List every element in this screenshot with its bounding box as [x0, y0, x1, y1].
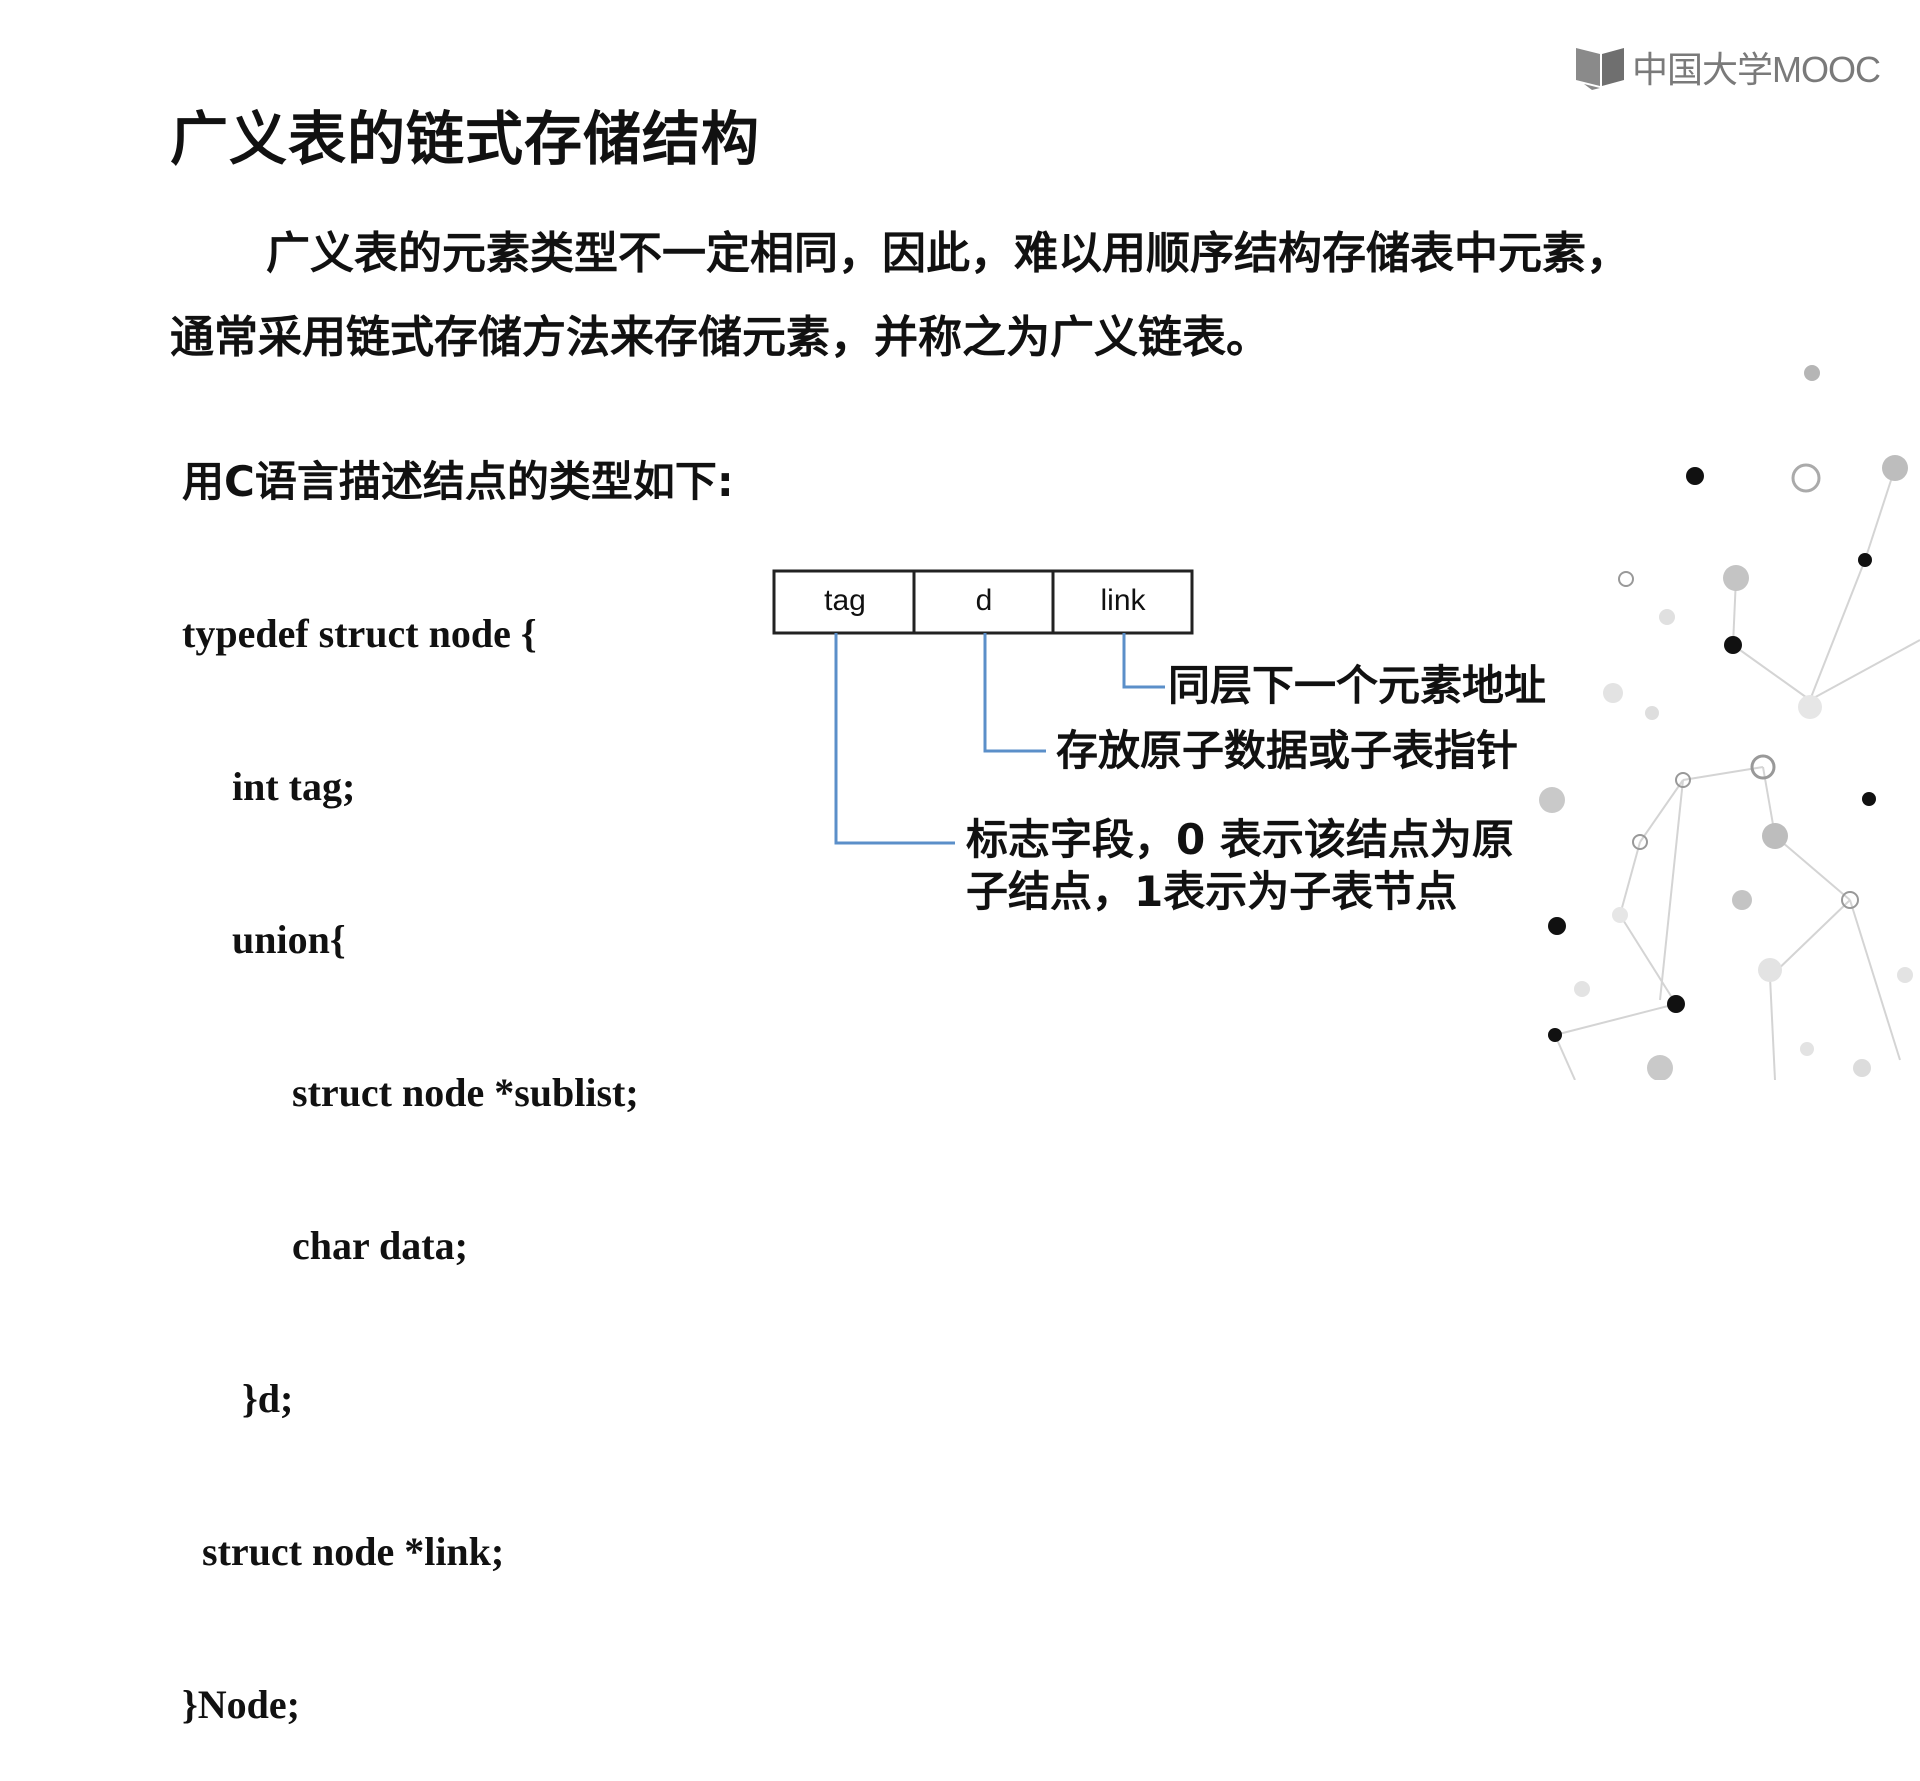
cell-tag-label: tag [824, 584, 866, 617]
code-line: union{ [182, 917, 346, 962]
logo-text: 中国大学MOOC [1632, 49, 1881, 90]
paragraph-line-1: 广义表的元素类型不一定相同，因此，难以用顺序结构存储表中元素， [170, 212, 1750, 296]
code-line: }d; [182, 1376, 294, 1421]
network-nodes [1539, 365, 1913, 1080]
cell-link-label: link [1100, 584, 1146, 617]
network-links [1554, 467, 1920, 1080]
d-note: 存放原子数据或子表指针 [1056, 726, 1519, 775]
mooc-book-icon [1576, 48, 1624, 90]
code-line: int tag; [182, 764, 356, 809]
paragraph-line-2: 通常采用链式存储方法来存储元素，并称之为广义链表。 [170, 312, 1270, 363]
tag-note-line-1: 标志字段，0 表示该结点为原 [966, 815, 1514, 864]
cell-d-label: d [975, 584, 993, 617]
link-note: 同层下一个元素地址 [1168, 661, 1547, 710]
code-line: typedef struct node { [182, 611, 537, 656]
code-line: struct node *link; [182, 1529, 505, 1574]
tag-note: 标志字段，0 表示该结点为原 子结点，1表示为子表节点 [966, 814, 1514, 918]
slide-title: 广义表的链式存储结构 [170, 105, 761, 173]
tag-note-line-2: 子结点，1表示为子表节点 [966, 867, 1458, 916]
mooc-logo: 中国大学MOOC [1574, 44, 1881, 90]
node-box [772, 569, 1194, 635]
d-connector [983, 633, 1046, 753]
tag-connector [834, 633, 955, 845]
node-structure-diagram [772, 569, 1194, 845]
link-connector [1122, 633, 1165, 689]
intro-paragraph: 广义表的元素类型不一定相同，因此，难以用顺序结构存储表中元素， 通常采用链式存储… [170, 212, 1750, 380]
paragraph-line-1-text: 广义表的元素类型不一定相同，因此，难以用顺序结构存储表中元素， [266, 228, 1630, 279]
code-line: char data; [182, 1223, 468, 1268]
decorative-network [1539, 365, 1920, 1080]
code-line: }Node; [182, 1682, 300, 1727]
code-heading: 用C语言描述结点的类型如下: [182, 457, 734, 506]
